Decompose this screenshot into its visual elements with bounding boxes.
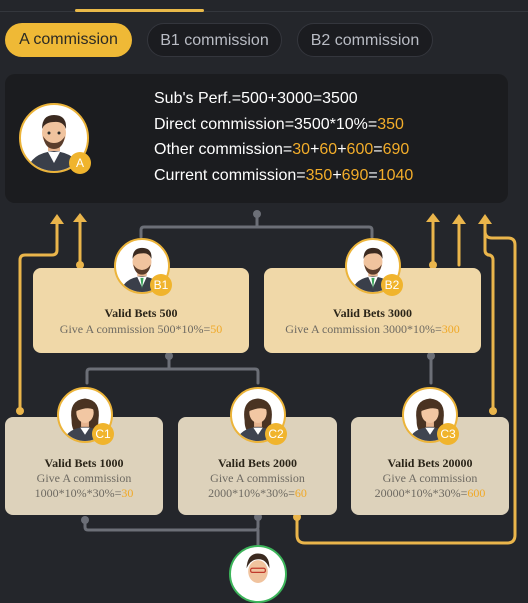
card-c2: Valid Bets 2000 Give A commission 2000*1… [178, 417, 337, 515]
avatar-bottom [229, 545, 287, 603]
card-c3-title: Valid Bets 20000 [387, 456, 473, 470]
card-c1-commission: 1000*10%*30%=30 [34, 486, 134, 500]
card-b2-commission: Give A commission 3000*10%=300 [285, 322, 460, 336]
top-divider [0, 11, 528, 12]
avatar-a [19, 103, 89, 173]
card-b1-title: Valid Bets 500 [104, 306, 178, 320]
user-icon [246, 553, 270, 583]
avatar-c3 [402, 387, 458, 443]
card-c1-title: Valid Bets 1000 [44, 456, 124, 470]
card-b1: Valid Bets 500 Give A commission 500*10%… [33, 268, 249, 353]
male-user-icon [27, 115, 81, 171]
summary-direct-line: Direct commission=3500*10%=350 [154, 116, 404, 133]
card-c1-label: Give A commission [36, 471, 132, 485]
badge-b1: B1 [150, 274, 172, 296]
summary-current-line: Current commission=350+690=1040 [154, 167, 414, 184]
card-b2: Valid Bets 3000 Give A commission 3000*1… [264, 268, 481, 353]
tree-connectors [16, 210, 517, 547]
tab-b1-commission[interactable]: B1 commission [147, 23, 282, 57]
badge-b2: B2 [381, 274, 403, 296]
badge-c3: C3 [437, 423, 459, 445]
tab-a-commission[interactable]: A commission [5, 23, 132, 57]
summary-perf-line: Sub's Perf.=500+3000=3500 [154, 90, 358, 107]
card-b1-commission: Give A commission 500*10%=50 [59, 322, 223, 336]
summary-other-line: Other commission=30+60+600=690 [154, 141, 410, 158]
card-c1: Valid Bets 1000 Give A commission 1000*1… [5, 417, 163, 515]
active-tab-indicator [75, 9, 204, 12]
card-c3-label: Give A commission [382, 471, 478, 485]
badge-c2: C2 [265, 423, 287, 445]
card-c2-label: Give A commission [210, 471, 305, 485]
card-c3-commission: 20000*10%*30%=600 [374, 486, 486, 500]
badge-a: A [69, 152, 91, 174]
card-c2-title: Valid Bets 2000 [218, 456, 297, 470]
summary-panel: Sub's Perf.=500+3000=3500 Direct commiss… [5, 74, 508, 203]
badge-c1: C1 [92, 423, 114, 445]
card-b2-title: Valid Bets 3000 [333, 306, 412, 320]
card-c2-commission: 2000*10%*30%=60 [208, 486, 307, 500]
tab-b2-commission[interactable]: B2 commission [297, 23, 433, 57]
